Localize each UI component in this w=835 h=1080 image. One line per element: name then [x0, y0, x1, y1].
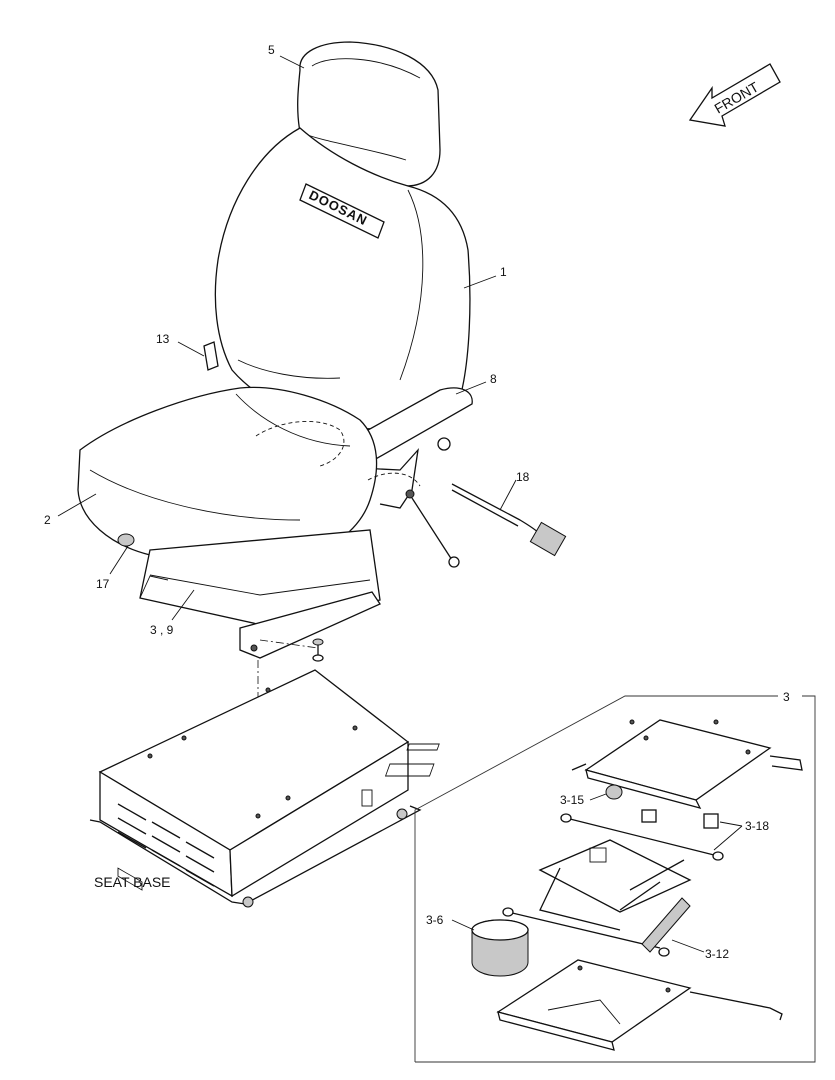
callout-3-9: 3 , 9 — [150, 623, 174, 637]
wire-harness — [451, 483, 567, 557]
air-spring-3-6 — [471, 919, 529, 977]
bumpers-3-18 — [641, 809, 719, 829]
detail-box — [414, 695, 816, 1063]
vent-slots — [117, 867, 143, 891]
seat-base-label: SEAT BASE — [94, 874, 171, 890]
upper-plate — [384, 719, 803, 810]
callout-8: 8 — [490, 372, 497, 386]
callouts: 5 1 13 8 18 2 17 3 , 9 3 3-15 3-18 3-6 3… — [44, 43, 790, 961]
callout-3-12: 3-12 — [705, 947, 729, 961]
callout-13: 13 — [156, 332, 170, 346]
lower-plate — [496, 959, 783, 1051]
callout-3-18: 3-18 — [745, 819, 769, 833]
scissor-mechanism — [502, 813, 724, 957]
callout-18: 18 — [516, 470, 530, 484]
callout-1: 1 — [500, 265, 507, 279]
height-knob — [117, 533, 135, 547]
callout-3-6: 3-6 — [426, 913, 444, 927]
backrest: DOOSAN — [203, 127, 471, 430]
suspension-frame — [139, 529, 381, 662]
roller-3-15 — [605, 784, 623, 800]
recline-bracket — [203, 341, 219, 371]
callout-3-15: 3-15 — [560, 793, 584, 807]
leader-lines — [57, 55, 743, 953]
front-arrow: FRONT — [688, 63, 781, 127]
callout-2: 2 — [44, 513, 51, 527]
callout-17: 17 — [96, 577, 110, 591]
callout-5: 5 — [268, 43, 275, 57]
seat-base: SEAT BASE — [89, 669, 422, 908]
callout-3: 3 — [783, 690, 790, 704]
bolt — [312, 638, 324, 662]
